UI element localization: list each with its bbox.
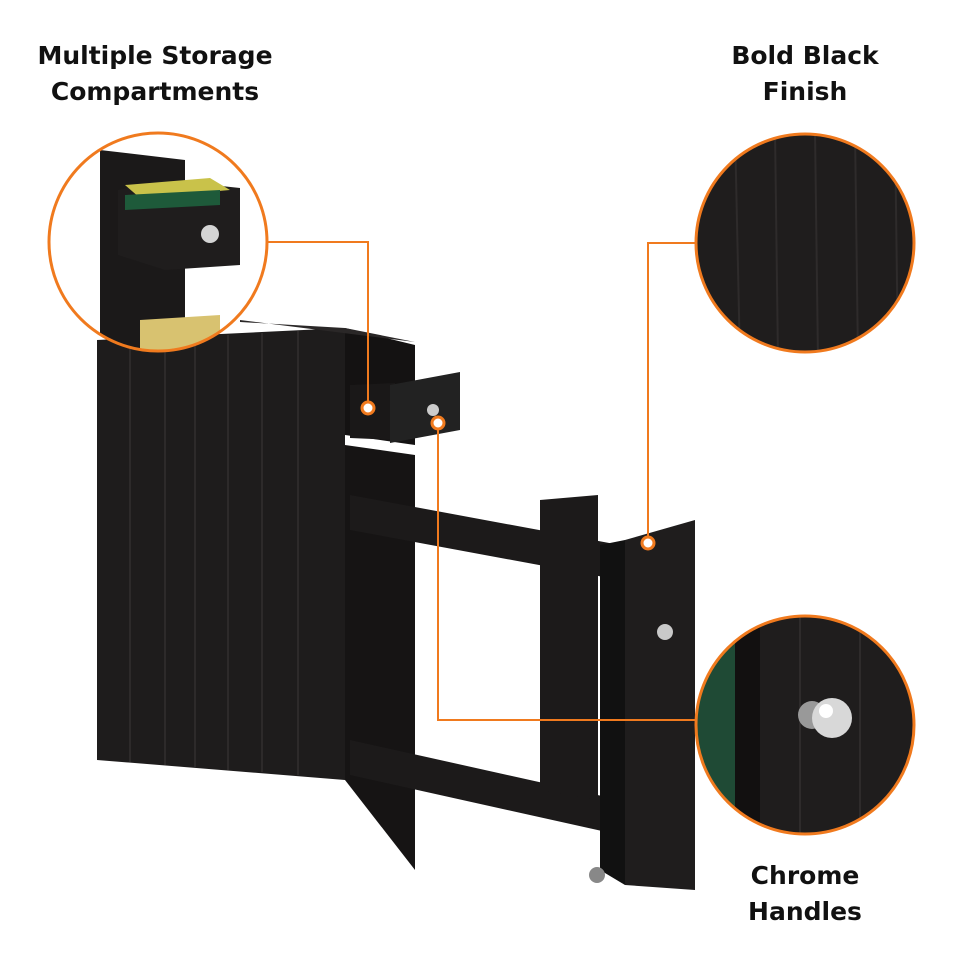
- finish-detail-circle: [697, 135, 913, 351]
- callout-dot-handle: [430, 415, 446, 431]
- compartments-detail-circle: [50, 134, 266, 350]
- callout-label-compartments: Multiple Storage Compartments: [30, 38, 280, 110]
- callout-text-line: Multiple Storage: [37, 41, 273, 70]
- cabinet: [97, 320, 695, 890]
- callout-dot-drawers: [360, 400, 376, 416]
- callout-text-line: Chrome: [750, 861, 860, 890]
- callout-text-line: Handles: [748, 897, 862, 926]
- callout-text-line: Bold Black: [731, 41, 879, 70]
- callout-label-handles: Chrome Handles: [690, 858, 920, 930]
- callout-label-finish: Bold Black Finish: [690, 38, 920, 110]
- handles-detail-circle: [697, 617, 913, 833]
- callout-text-line: Finish: [762, 77, 848, 106]
- callout-text-line: Compartments: [50, 77, 260, 106]
- connector-lines: [268, 241, 697, 721]
- callout-dot-finish: [640, 535, 656, 551]
